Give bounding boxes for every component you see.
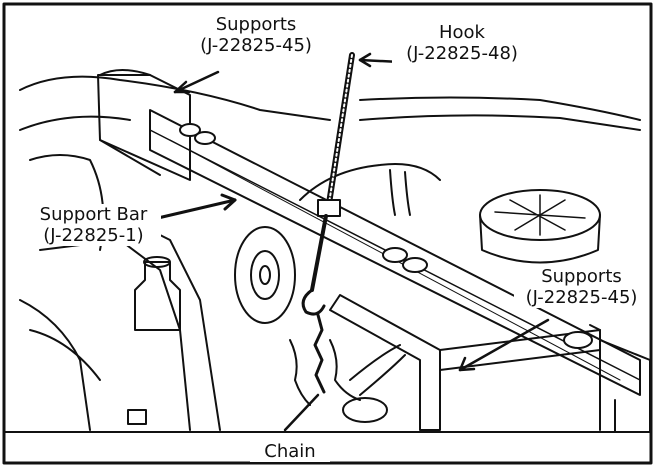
supports-top-part-number: (J-22825-45): [200, 35, 312, 56]
hook-end: [301, 288, 326, 316]
left-support-bracket: [97, 74, 191, 181]
hood-edge-line: [19, 75, 331, 121]
support-bar-leader: [156, 198, 237, 220]
hook-name: Hook: [439, 22, 485, 43]
support-bar-name: Support Bar: [39, 204, 148, 225]
support-bar-label: Support Bar (J-22825-1): [26, 204, 161, 246]
supports-right-leader-1: [458, 318, 550, 372]
chain-leader: [283, 393, 320, 432]
supports-top-leader: [173, 70, 220, 94]
hook-rod: [325, 52, 355, 213]
chain-name: Chain: [264, 441, 316, 462]
support-bar-shape: [149, 109, 641, 396]
supports-right-part-number: (J-22825-45): [525, 287, 638, 308]
supports-top-label: Supports (J-22825-45): [186, 14, 326, 56]
supports-right-label: Supports (J-22825-45): [514, 266, 649, 308]
chain-label: Chain: [250, 441, 330, 462]
chain-links: [313, 313, 326, 394]
hook-part-number: (J-22825-48): [406, 43, 518, 64]
hook-label: Hook (J-22825-48): [392, 22, 532, 64]
support-bar-part-number: (J-22825-1): [43, 225, 144, 246]
supports-right-name: Supports: [541, 266, 622, 287]
reservoir-cap: [134, 261, 181, 331]
pulley: [234, 226, 296, 324]
supports-top-name: Supports: [215, 14, 297, 35]
right-support-bracket: [329, 294, 441, 431]
hose-line: [299, 163, 441, 201]
